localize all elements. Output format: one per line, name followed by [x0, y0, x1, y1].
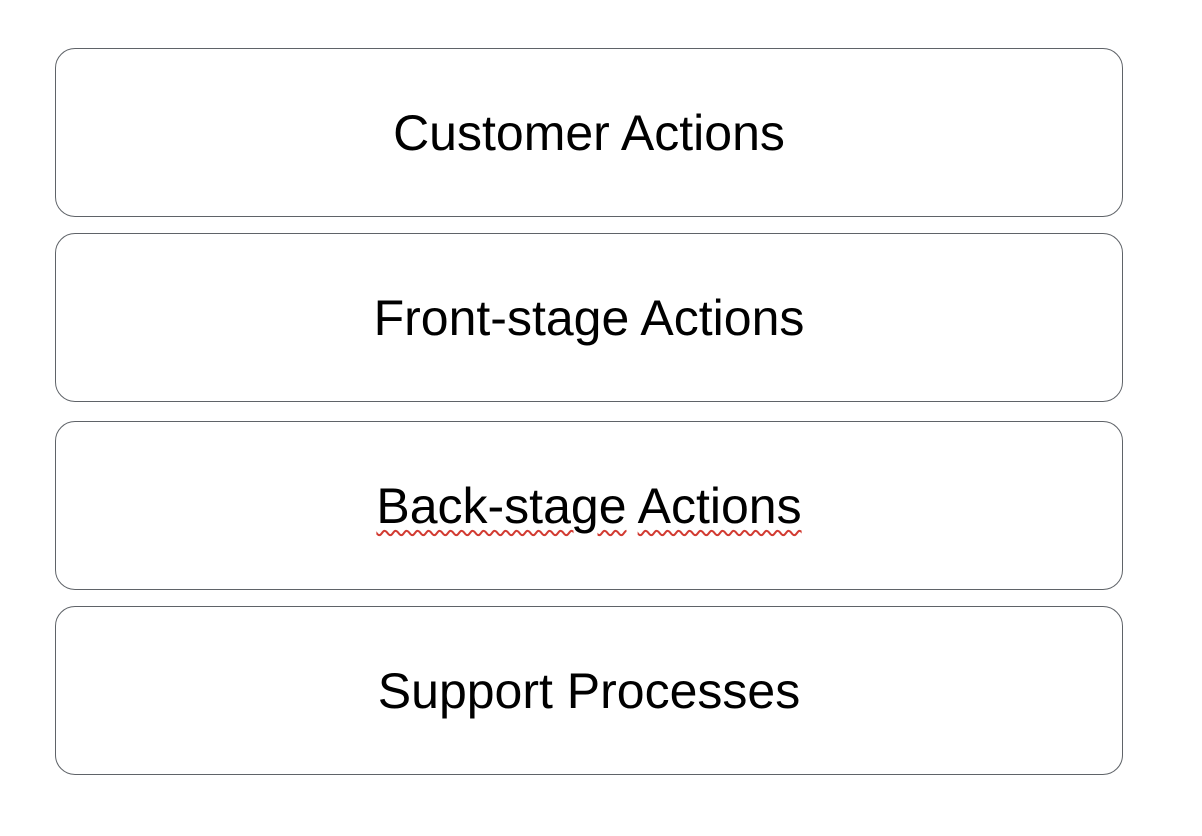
lane-label-front-stage-actions: Front-stage Actions	[373, 289, 805, 346]
misspelled-word-actions: Actions	[637, 477, 802, 534]
lane-label-support-processes: Support Processes	[377, 662, 801, 719]
misspelled-word-back-stage: Back-stage	[376, 477, 627, 534]
lane-back-stage-actions[interactable]: Back-stage Actions	[55, 421, 1123, 590]
lane-support-processes[interactable]: Support Processes	[55, 606, 1123, 775]
lane-customer-actions[interactable]: Customer Actions	[55, 48, 1123, 217]
lane-label-back-stage-actions: Back-stage Actions	[376, 476, 801, 536]
lane-label-customer-actions: Customer Actions	[393, 104, 785, 161]
lane-front-stage-actions[interactable]: Front-stage Actions	[55, 233, 1123, 402]
